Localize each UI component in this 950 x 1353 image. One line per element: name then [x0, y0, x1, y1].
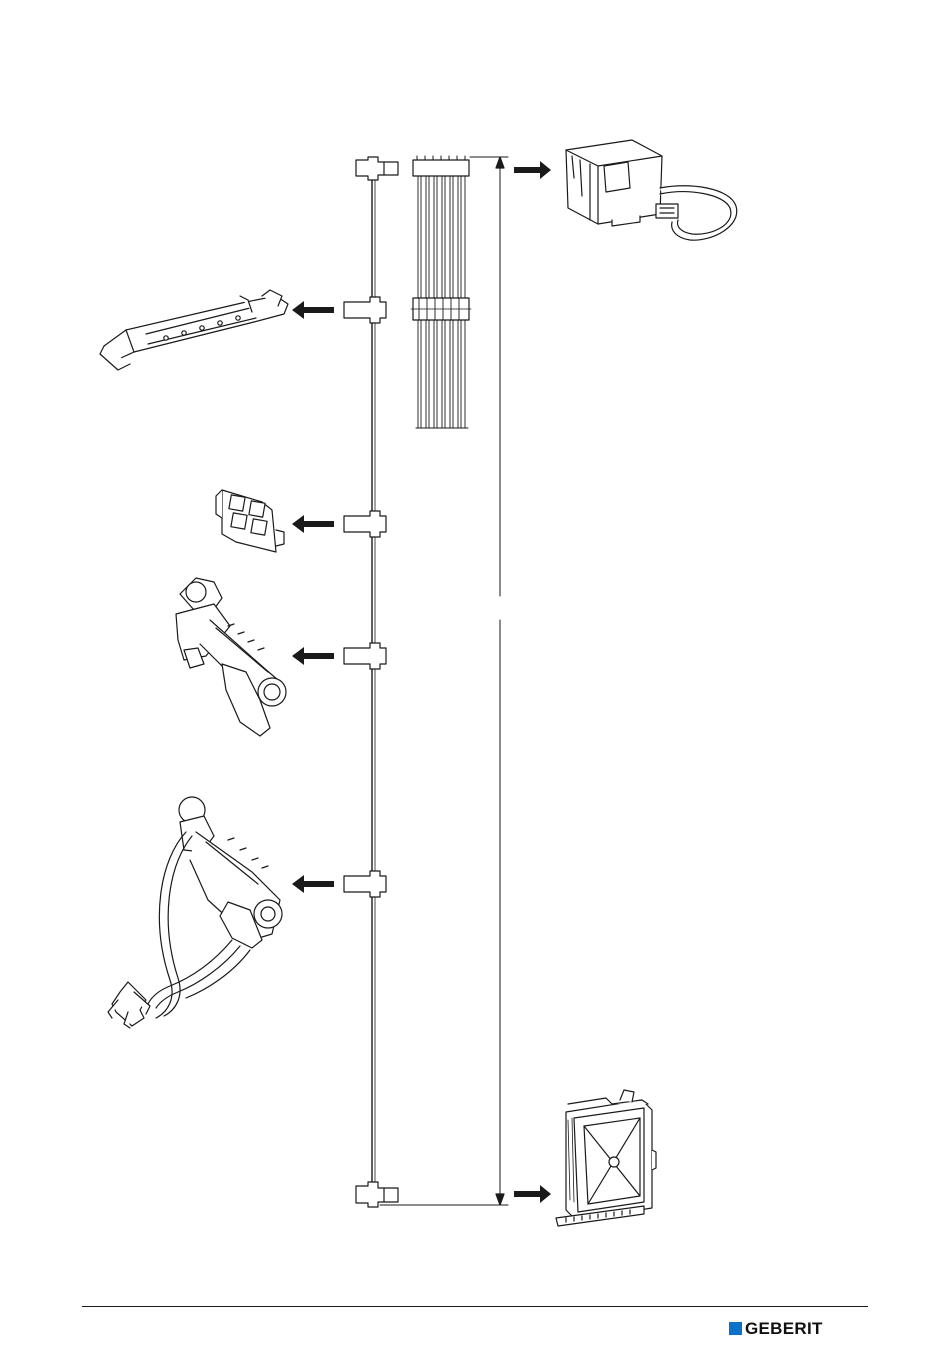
- harness-connector-bracket: [344, 511, 386, 537]
- logo-square-icon: [729, 1322, 742, 1335]
- arrow-to-bracket: [292, 515, 334, 533]
- harness-connector-nozzle-drive: [344, 643, 386, 669]
- control-unit-box: [556, 1090, 656, 1226]
- main-harness-cable: [372, 178, 375, 1190]
- arrow-to-nozzle-drive: [292, 647, 334, 665]
- harness-connector-top: [356, 157, 398, 180]
- nozzle-drive-unit: [176, 578, 286, 736]
- arrow-to-control-box: [514, 1185, 551, 1203]
- logo-wordmark: GEBERIT: [745, 1320, 823, 1337]
- arrow-to-nozzle-hoses: [292, 875, 334, 893]
- mains-power-supply-unit: [566, 140, 737, 240]
- harness-connector-nozzle-hoses: [344, 871, 386, 897]
- footer-rule: [82, 1306, 868, 1307]
- harness-connector-bottom: [356, 1182, 398, 1207]
- arrow-to-spray-arm: [292, 301, 334, 319]
- nozzle-drive-unit-with-hoses: [108, 797, 282, 1028]
- multi-wire-connector-bundle: [411, 156, 471, 428]
- harness-connector-spray-arm: [344, 297, 386, 323]
- mounting-bracket: [216, 490, 284, 552]
- arrow-to-power-supply: [514, 161, 551, 179]
- spray-arm-assembly: [100, 290, 288, 370]
- geberit-logo: GEBERIT: [729, 1318, 823, 1338]
